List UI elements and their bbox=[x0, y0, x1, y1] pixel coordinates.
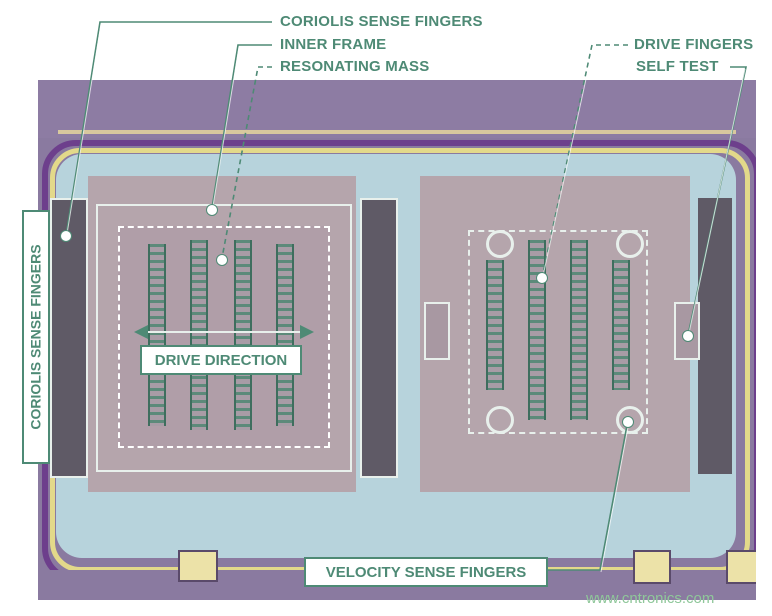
bond-pad bbox=[178, 550, 218, 582]
label-coriolis-sense-fingers-vertical: CORIOLIS SENSE FINGERS bbox=[22, 210, 50, 464]
right-coriolis-electrode-left-sensor bbox=[360, 198, 398, 478]
chip-die bbox=[38, 80, 756, 600]
velocity-ring-bl bbox=[486, 406, 514, 434]
callout-dot-resonating-mass bbox=[216, 254, 228, 266]
right-sensor-electrode bbox=[698, 198, 732, 474]
label-coriolis-vertical-text: CORIOLIS SENSE FINGERS bbox=[28, 244, 45, 430]
label-drive-fingers: DRIVE FINGERS bbox=[634, 36, 754, 53]
left-finger-3 bbox=[234, 240, 252, 430]
left-finger-4 bbox=[276, 244, 294, 426]
bond-pad bbox=[633, 550, 671, 584]
label-resonating-mass: RESONATING MASS bbox=[280, 58, 430, 75]
drive-direction-arrow bbox=[140, 331, 310, 333]
label-drive-direction: DRIVE DIRECTION bbox=[140, 345, 302, 375]
callout-dot-drive-fingers bbox=[536, 272, 548, 284]
arrow-head-left-icon bbox=[134, 325, 148, 339]
left-finger-1 bbox=[148, 244, 166, 426]
right-finger-4 bbox=[612, 260, 630, 390]
callout-dot-inner-frame bbox=[206, 204, 218, 216]
right-finger-1 bbox=[486, 260, 504, 390]
label-self-test: SELF TEST bbox=[636, 58, 719, 75]
label-coriolis-sense-fingers: CORIOLIS SENSE FINGERS bbox=[280, 13, 483, 30]
callout-dot-self-test bbox=[682, 330, 694, 342]
bond-pad bbox=[726, 550, 756, 584]
arrow-head-right-icon bbox=[300, 325, 314, 339]
self-test-pad-left bbox=[424, 302, 450, 360]
watermark: www.cntronics.com bbox=[586, 590, 715, 607]
velocity-ring-tr bbox=[616, 230, 644, 258]
callout-dot-velocity bbox=[622, 416, 634, 428]
top-metal-trace bbox=[58, 130, 736, 134]
right-finger-2 bbox=[528, 240, 546, 420]
left-coriolis-electrode bbox=[50, 198, 88, 478]
label-inner-frame: INNER FRAME bbox=[280, 36, 387, 53]
right-finger-3 bbox=[570, 240, 588, 420]
label-velocity-sense-fingers: VELOCITY SENSE FINGERS bbox=[304, 557, 548, 587]
callout-dot-coriolis bbox=[60, 230, 72, 242]
left-finger-2 bbox=[190, 240, 208, 430]
velocity-ring-tl bbox=[486, 230, 514, 258]
